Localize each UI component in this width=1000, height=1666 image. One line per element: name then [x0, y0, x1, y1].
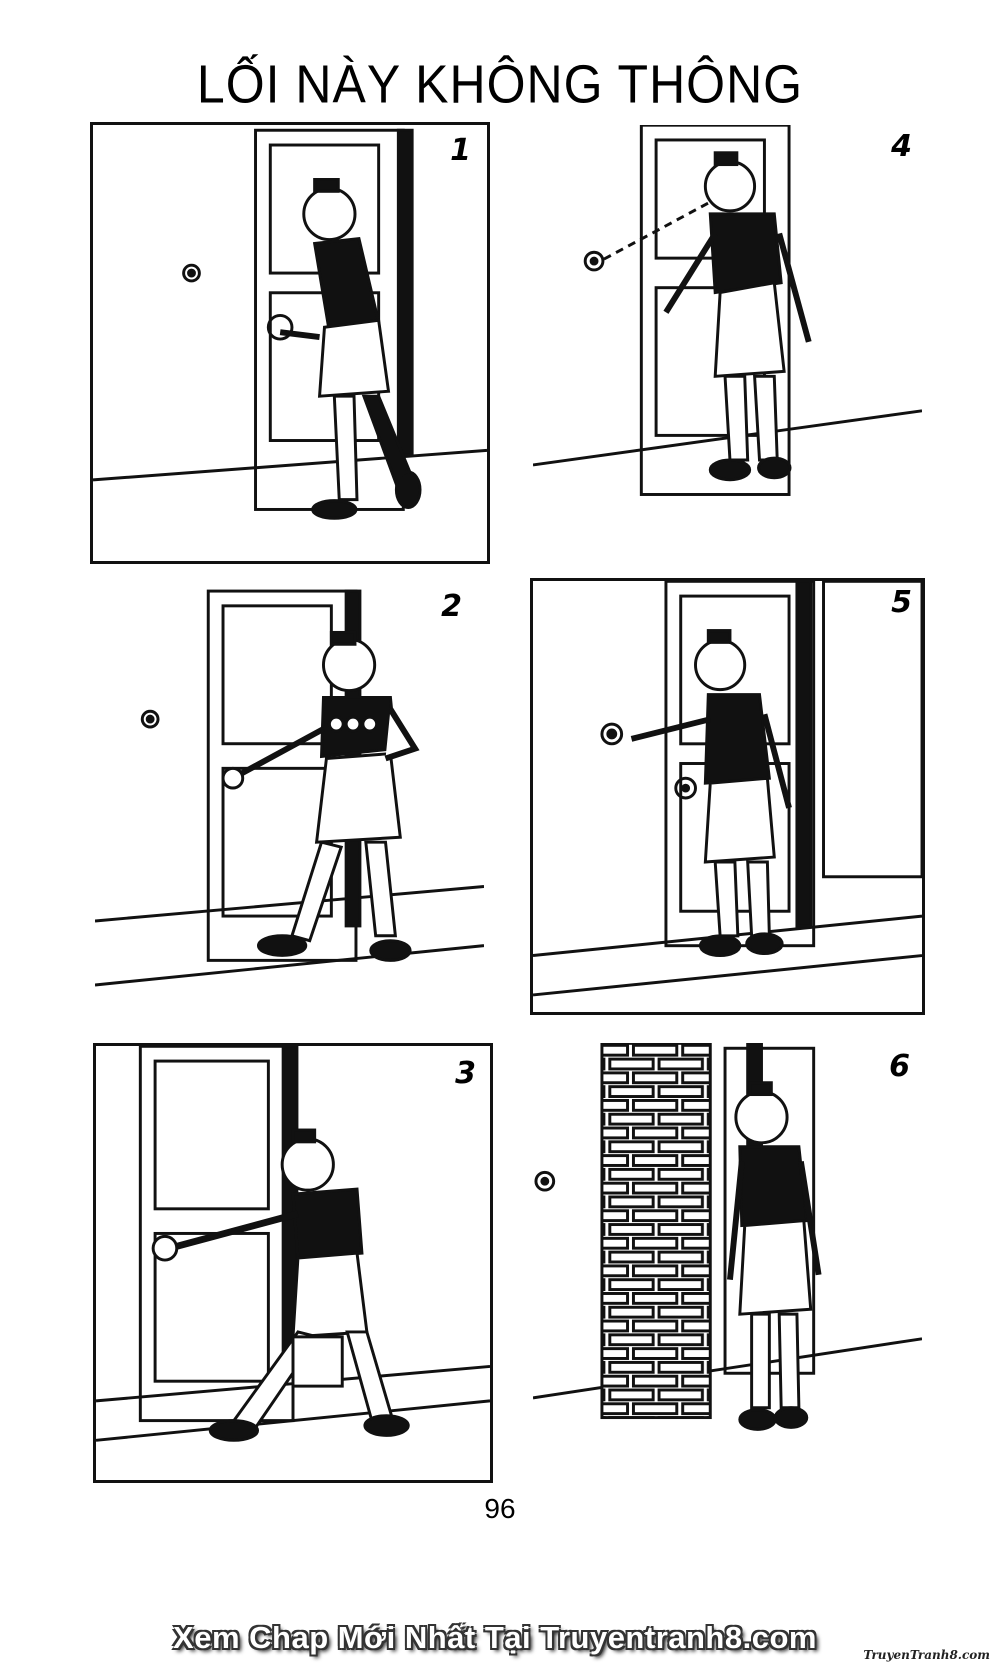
comic-panel-2: 2 — [92, 578, 487, 1003]
boy-figure — [279, 178, 422, 520]
panel-2-drawing — [95, 589, 484, 987]
page-title: LỐI NÀY KHÔNG THÔNG — [196, 53, 804, 115]
boy-figure — [727, 1081, 822, 1431]
panel-1-drawing — [93, 128, 487, 520]
boy-figure — [630, 629, 792, 958]
comic-panel-1: 1 — [90, 122, 490, 564]
comic-panel-4: 4 — [530, 122, 925, 542]
promo-banner: Xem Chap Mới Nhất Tại Truyentranh8.com — [173, 1620, 817, 1655]
comic-panel-6: 6 — [530, 1040, 925, 1480]
comic-panel-3: 3 — [93, 1043, 493, 1483]
panel-number: 1 — [450, 133, 471, 168]
site-signature: TruyenTranh8.com — [863, 1648, 990, 1662]
panel-3-drawing — [96, 1046, 490, 1442]
panel-number: 3 — [455, 1056, 476, 1091]
panel-4-drawing — [533, 125, 922, 496]
boy-figure — [663, 151, 812, 482]
panel-5-drawing — [533, 581, 922, 997]
boy-figure — [151, 1128, 410, 1442]
panel-6-drawing — [533, 1043, 922, 1431]
page-number: 96 — [484, 1493, 516, 1524]
panel-number: 6 — [889, 1049, 910, 1084]
comic-panel-5: 5 — [530, 578, 925, 1015]
boy-figure — [221, 630, 420, 962]
panel-number: 5 — [891, 585, 912, 620]
panel-number: 4 — [891, 129, 912, 164]
panel-number: 2 — [441, 589, 462, 624]
